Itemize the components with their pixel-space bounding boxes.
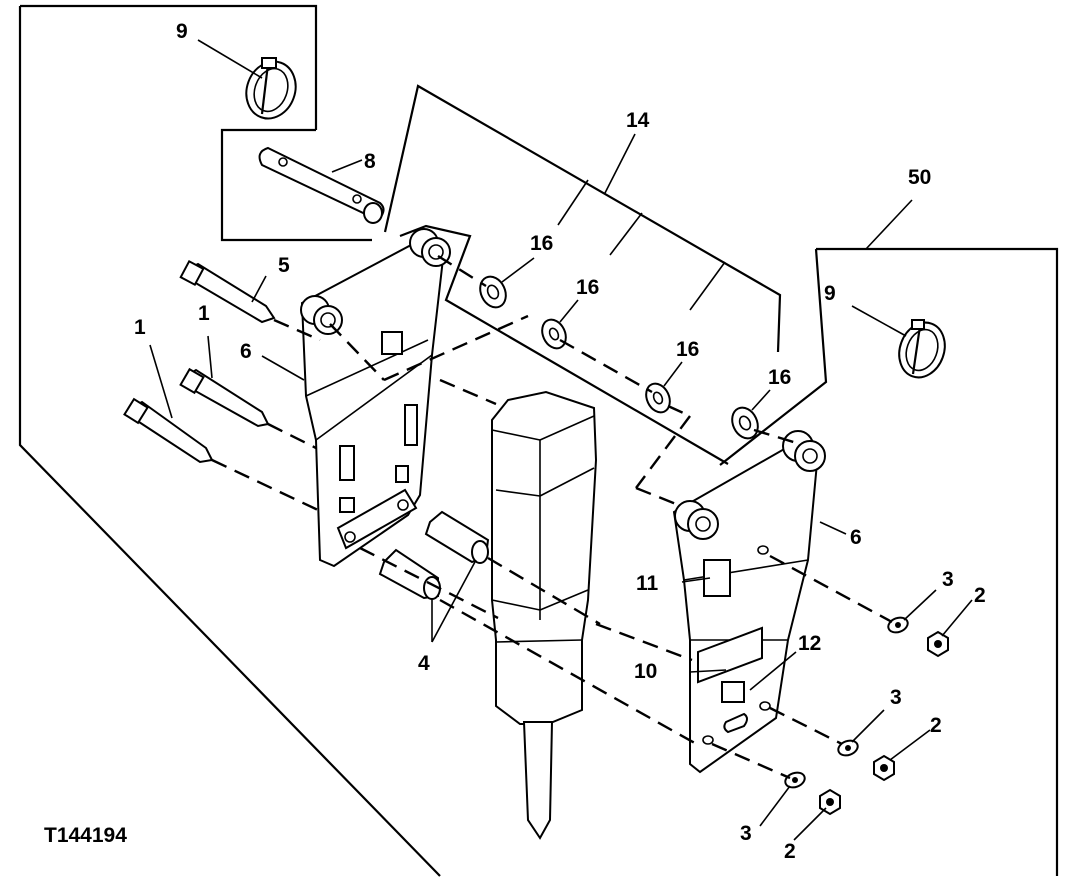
callout-2-c: 2 <box>784 840 796 863</box>
callout-1-right: 1 <box>198 302 210 325</box>
nut-2-a <box>927 630 949 658</box>
callout-9-right: 9 <box>824 282 836 305</box>
spacer-16-d <box>731 406 759 440</box>
figure-id: T144194 <box>44 824 127 847</box>
side-plate-right <box>672 430 826 774</box>
callout-8: 8 <box>364 150 376 173</box>
spacer-16-b <box>541 318 567 350</box>
callout-2-a: 2 <box>974 584 986 607</box>
lock-pin-9-right <box>898 319 946 379</box>
callout-1-left: 1 <box>134 316 146 339</box>
callout-9-top: 9 <box>176 20 188 43</box>
pin-8 <box>258 146 385 224</box>
spacer-16-c <box>645 382 671 414</box>
callout-3-c: 3 <box>740 822 752 845</box>
callout-16-a: 16 <box>530 232 553 255</box>
lock-pin-9-top <box>245 57 297 120</box>
spacer-16-a <box>479 275 507 309</box>
callout-4: 4 <box>418 652 430 675</box>
washer-3-c <box>784 771 806 789</box>
callout-6-left: 6 <box>240 340 252 363</box>
hammer-body <box>491 390 598 840</box>
callout-10: 10 <box>634 660 657 683</box>
callout-3-a: 3 <box>942 568 954 591</box>
bolt-5 <box>179 259 276 324</box>
callout-11: 11 <box>636 572 659 595</box>
callout-6-right: 6 <box>850 526 862 549</box>
bolt-1-upper <box>179 367 270 428</box>
callout-16-c: 16 <box>676 338 699 361</box>
leader-lines <box>149 39 973 841</box>
washer-3-b <box>837 739 859 757</box>
callout-16-b: 16 <box>576 276 599 299</box>
callout-5: 5 <box>278 254 290 277</box>
callout-12: 12 <box>798 632 821 655</box>
assembly-dash-lines <box>211 254 893 780</box>
callout-50: 50 <box>908 166 931 189</box>
callout-16-d: 16 <box>768 366 791 389</box>
washer-3-a <box>887 616 909 634</box>
callout-14: 14 <box>626 109 650 132</box>
pin-4-upper <box>424 510 490 564</box>
nut-2-b <box>873 754 895 782</box>
callout-3-b: 3 <box>890 686 902 709</box>
group-outline-main <box>18 4 1059 877</box>
side-plate-left <box>300 228 451 568</box>
callout-2-b: 2 <box>930 714 942 737</box>
bolt-1-lower <box>123 397 214 464</box>
callouts: 9 8 14 50 5 1 1 6 16 16 16 16 9 6 11 10 … <box>134 20 986 863</box>
